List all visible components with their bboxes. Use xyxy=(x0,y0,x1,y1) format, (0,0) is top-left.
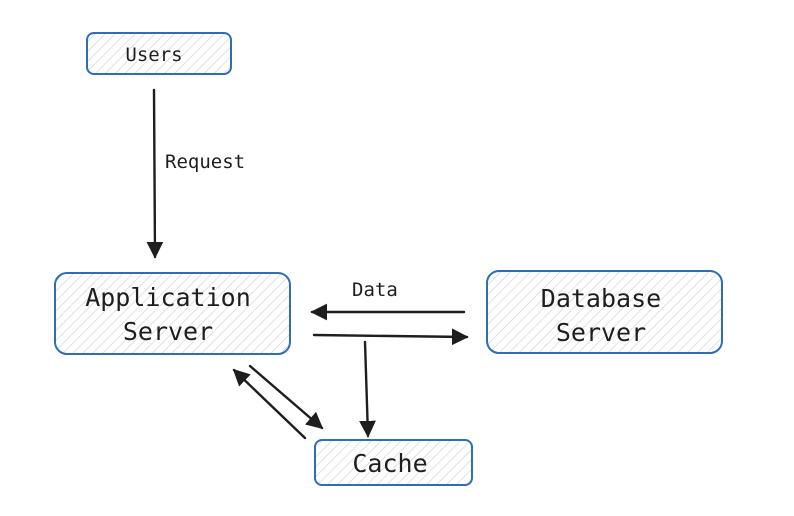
users-label: Users xyxy=(125,44,182,66)
db-server-label-line1: Database xyxy=(541,284,661,313)
app-server-box xyxy=(54,272,291,355)
app-to-cache-arrow xyxy=(248,364,324,430)
request-arrow xyxy=(146,88,164,259)
app-server-node[interactable]: Application Server xyxy=(54,272,291,355)
app-to-db-arrow xyxy=(312,328,469,346)
db-server-label-line2: Server xyxy=(556,318,646,347)
db-server-node[interactable]: Database Server xyxy=(486,270,723,354)
app-server-label-line2: Server xyxy=(123,317,213,346)
to-cache-arrow xyxy=(359,340,376,438)
db-server-box xyxy=(486,270,723,354)
cache-to-app-arrow xyxy=(232,368,307,440)
cache-label: Cache xyxy=(352,449,427,478)
cache-box xyxy=(314,439,473,486)
app-server-label-line1: Application xyxy=(85,283,251,312)
users-node[interactable]: Users xyxy=(86,32,232,75)
cache-node[interactable]: Cache xyxy=(314,439,473,486)
data-label: Data xyxy=(352,279,398,301)
users-box xyxy=(86,32,232,75)
request-label: Request xyxy=(165,151,245,173)
